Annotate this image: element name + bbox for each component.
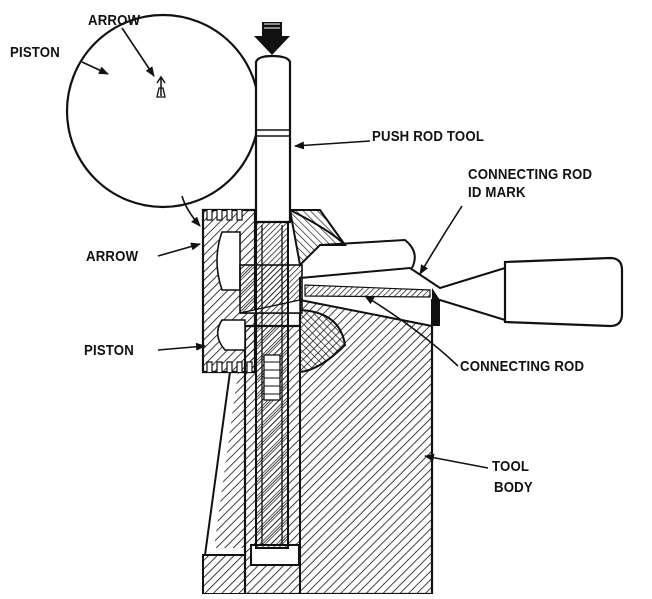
label-tool-body-line2: BODY	[494, 479, 533, 496]
leader-connecting-rod	[364, 295, 459, 367]
label-connecting-rod: CONNECTING ROD	[460, 358, 585, 375]
leader-piston-side	[157, 342, 206, 351]
label-connecting-rod-id-line1: CONNECTING ROD	[468, 166, 593, 183]
leader-arrow-top	[121, 27, 155, 77]
label-arrow-side: ARROW	[86, 248, 139, 265]
leader-rod-id-mark	[419, 205, 463, 275]
leader-lines	[81, 27, 489, 469]
label-arrow-top: ARROW	[88, 12, 141, 29]
leader-arrow-side	[157, 242, 201, 257]
label-piston-side: PISTON	[84, 342, 134, 359]
connecting-rod	[299, 238, 624, 328]
leader-circle-to-piston	[181, 195, 201, 227]
label-tool-body-line1: TOOL	[492, 458, 530, 475]
label-push-rod-tool: PUSH ROD TOOL	[372, 128, 485, 145]
label-connecting-rod-id-line2: ID MARK	[468, 184, 526, 201]
piston-cross-section	[201, 208, 347, 374]
piston-arrow-mark-icon	[156, 75, 166, 98]
piston-top-view	[65, 13, 261, 209]
tool-body-left-leg	[202, 371, 246, 595]
leader-piston-top	[81, 61, 109, 75]
push-rod-tool	[254, 54, 292, 224]
push-rod-pin	[255, 221, 289, 549]
force-arrow-icon	[254, 22, 290, 55]
leader-push-rod-tool	[294, 140, 371, 150]
leader-tool-body	[424, 453, 489, 469]
label-piston-top: PISTON	[10, 44, 60, 61]
